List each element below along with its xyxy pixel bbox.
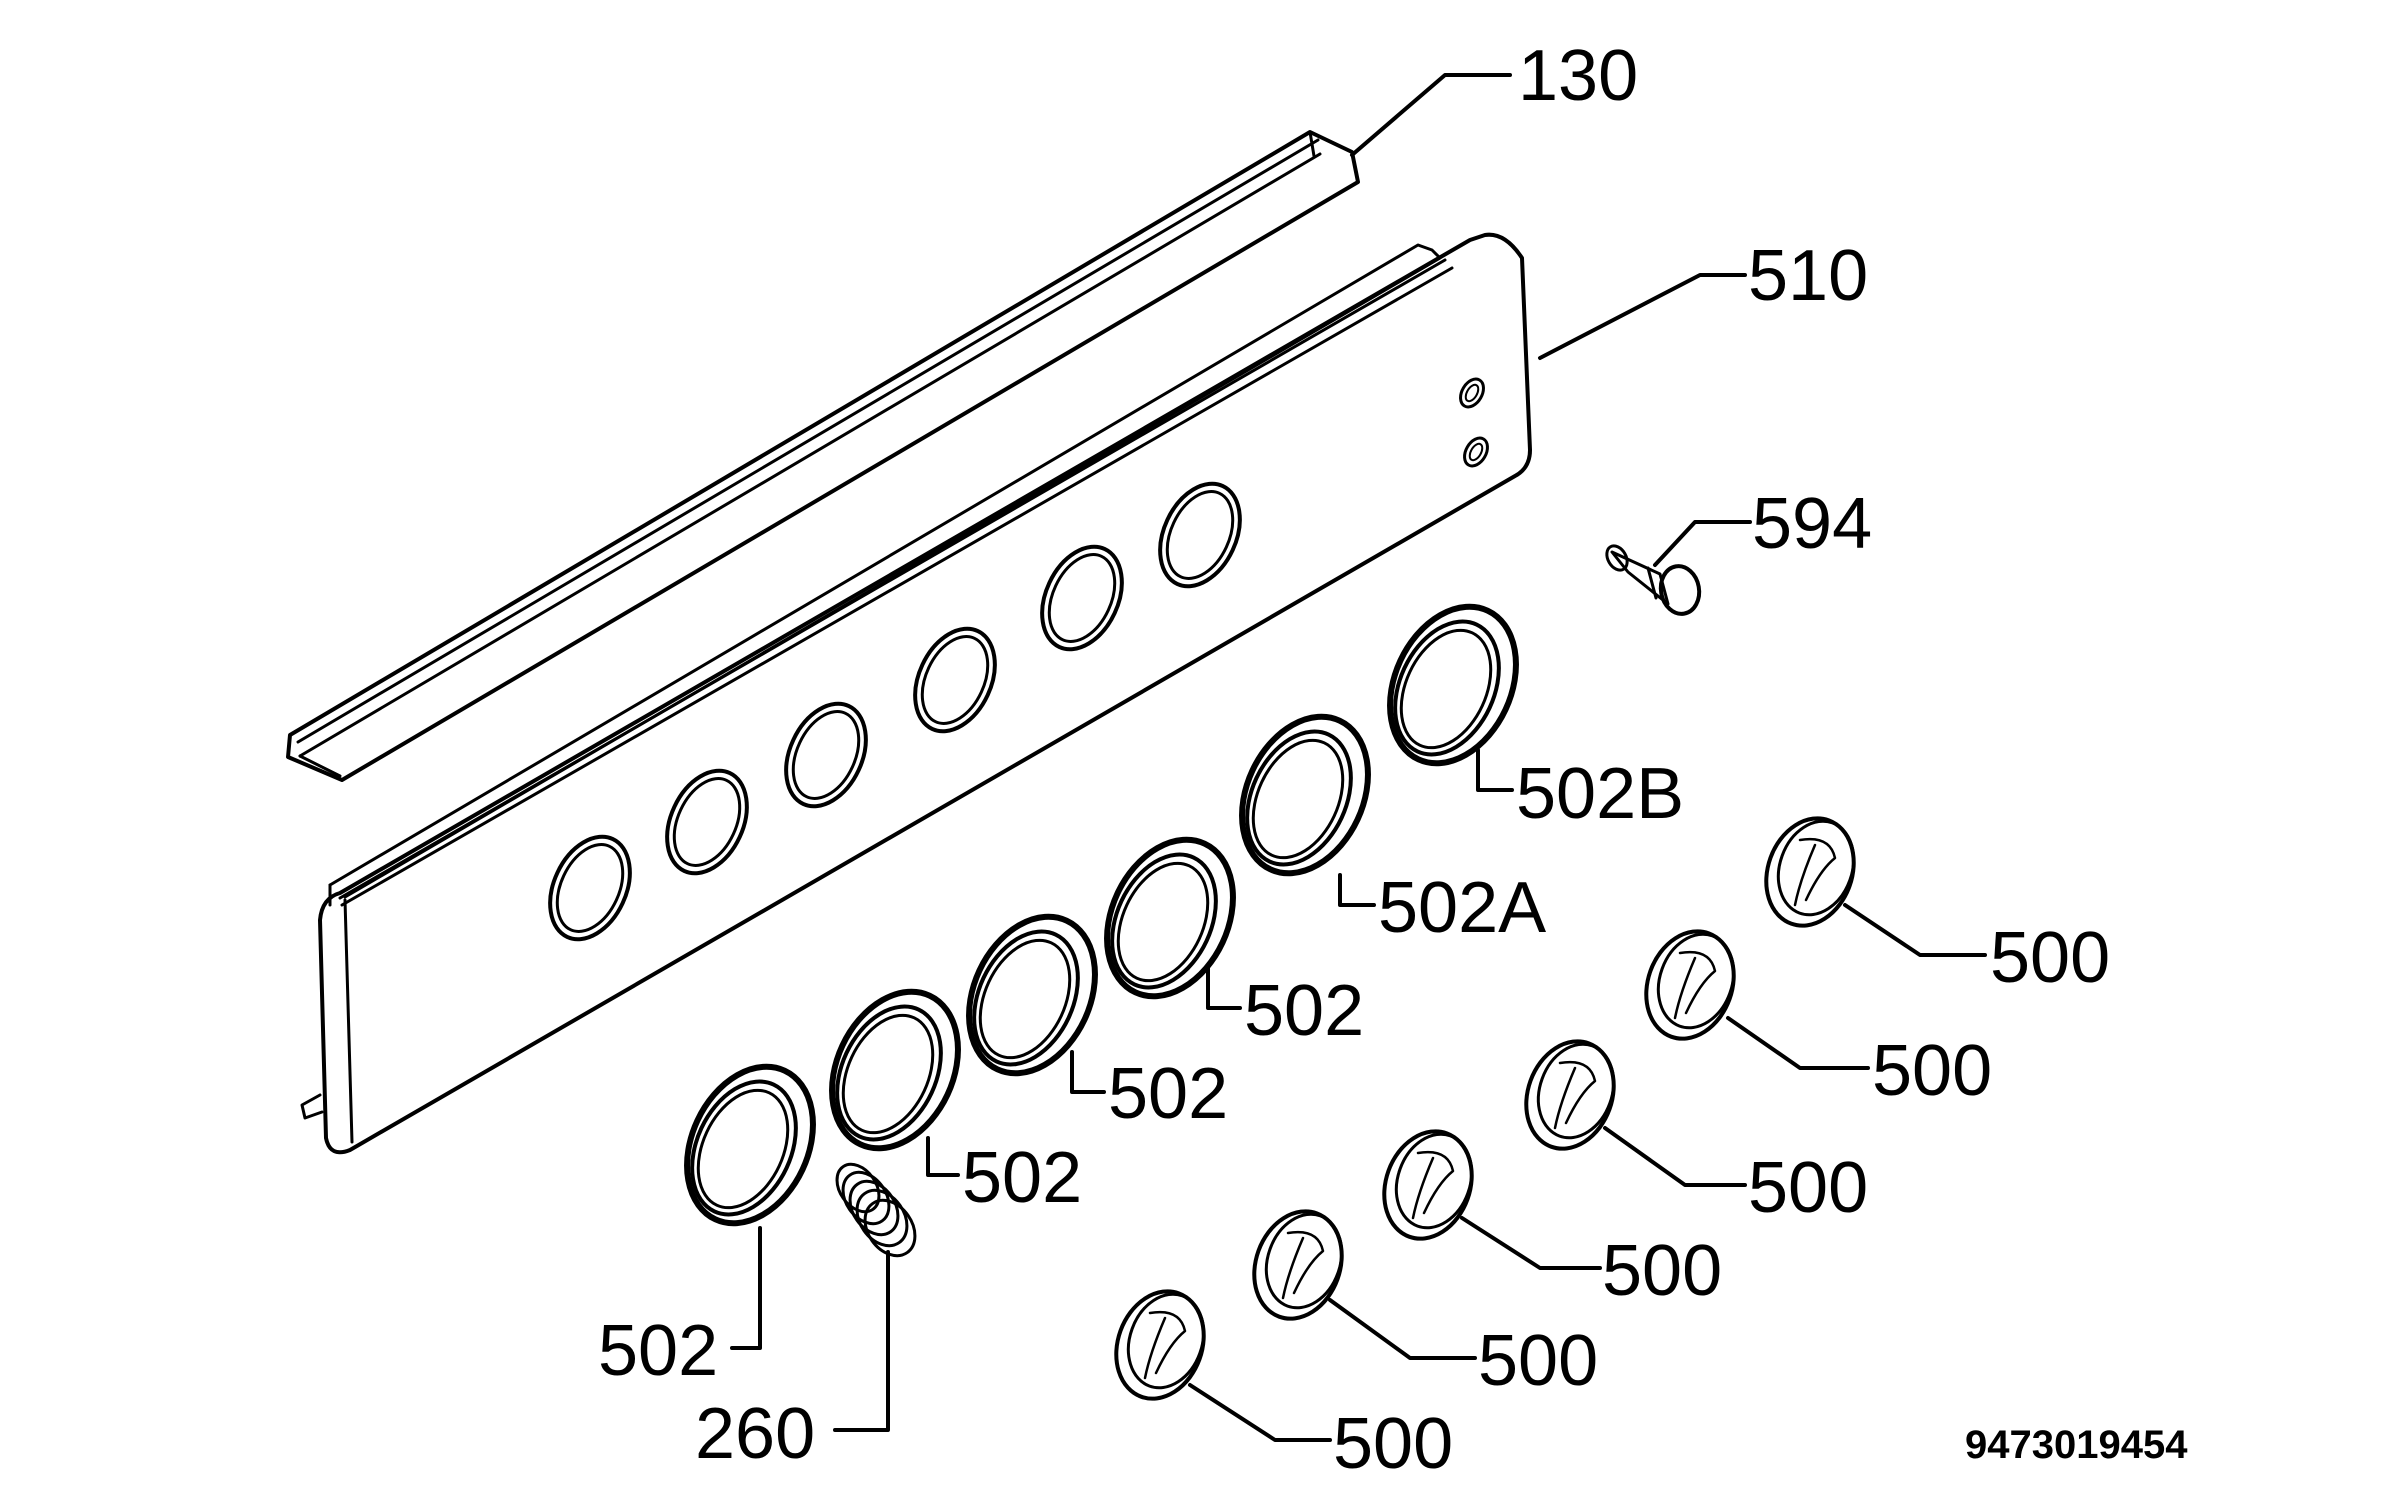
knob-500: [1114, 1289, 1206, 1401]
panel-hole: [1040, 544, 1124, 652]
bezel-ring-502: [829, 988, 961, 1152]
knob-500: [1764, 816, 1856, 928]
label-502B: 502B: [1516, 754, 1684, 834]
label-130: 130: [1518, 36, 1638, 116]
spring-260: [835, 1162, 917, 1258]
bezel-ring-502: [966, 913, 1098, 1077]
label-502: 502: [1108, 1054, 1228, 1134]
knob-500: [1524, 1039, 1616, 1151]
label-500: 500: [1990, 918, 2110, 998]
label-510: 510: [1748, 236, 1868, 316]
pin-594: [1605, 544, 1702, 616]
panel-hole: [1158, 481, 1242, 589]
label-502: 502: [598, 1311, 718, 1391]
knob-500: [1644, 929, 1736, 1041]
label-500: 500: [1333, 1404, 1453, 1484]
bezel-ring-502: [1104, 836, 1236, 1000]
panel-hole: [665, 768, 749, 876]
knob-500: [1382, 1129, 1474, 1241]
label-594: 594: [1752, 484, 1872, 564]
label-502: 502: [1244, 971, 1364, 1051]
leader-lines: [730, 73, 1987, 1442]
document-number: 9473019454: [1965, 1423, 2188, 1467]
panel-hole: [913, 626, 997, 734]
knob-500: [1252, 1209, 1344, 1321]
bezel-ring-502: [684, 1063, 816, 1227]
label-500: 500: [1602, 1231, 1722, 1311]
label-500: 500: [1872, 1031, 1992, 1111]
bezel-ring-502B: [1387, 603, 1519, 767]
label-502A: 502A: [1378, 868, 1546, 948]
bezel-ring-502A: [1239, 713, 1371, 877]
label-502: 502: [962, 1138, 1082, 1218]
angle-rail-130: [286, 130, 1360, 782]
part-labels: 130 510 594 502B 502A 502 502 502 502 26…: [598, 36, 2188, 1484]
label-260: 260: [695, 1394, 815, 1474]
label-500: 500: [1748, 1148, 1868, 1228]
control-panel-510: [300, 232, 1532, 1155]
panel-hole: [548, 834, 632, 942]
panel-hole: [784, 701, 868, 809]
label-500: 500: [1478, 1321, 1598, 1401]
